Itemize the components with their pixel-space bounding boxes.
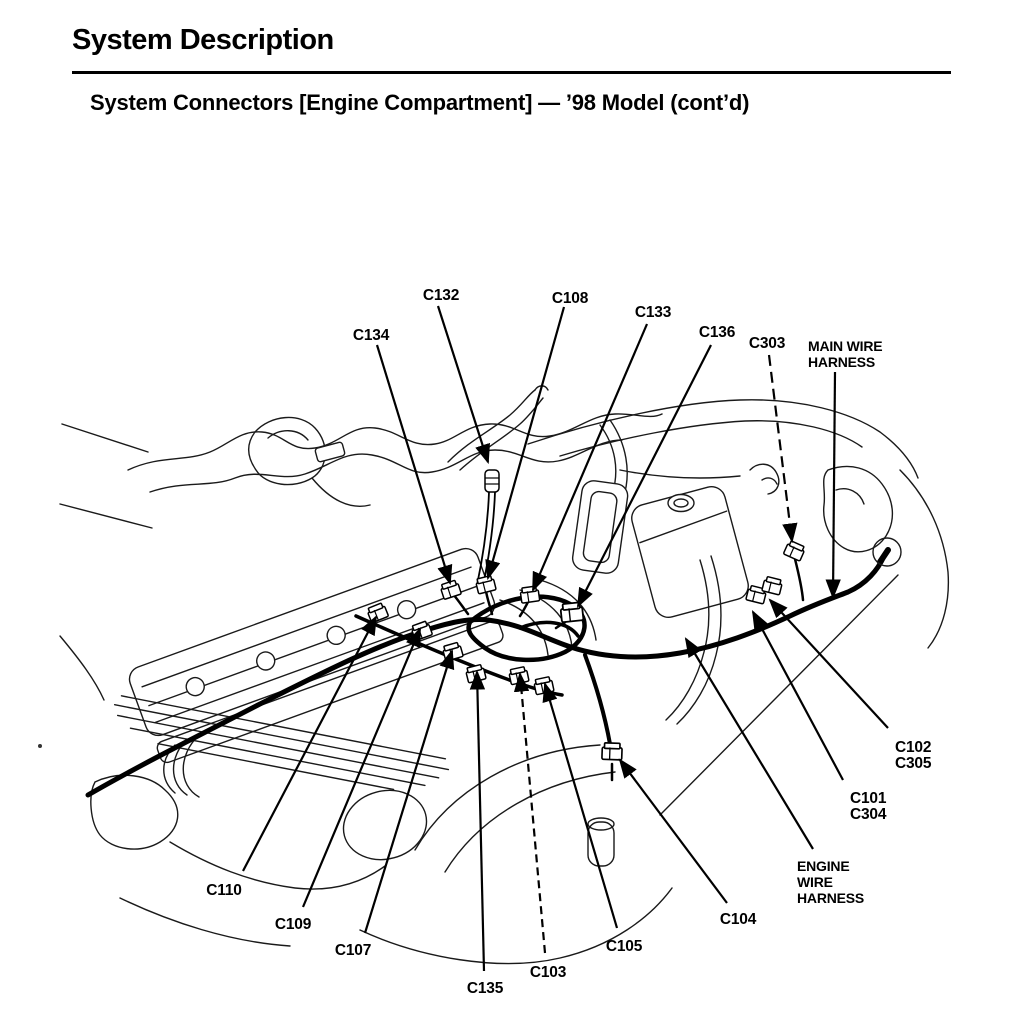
connector-c303-target — [783, 540, 805, 562]
label-c107: C107 — [335, 942, 371, 959]
label-c134: C134 — [353, 327, 390, 344]
label-c303: C303 — [749, 335, 786, 352]
label-c132: C132 — [423, 287, 459, 304]
connector-c105-target — [533, 676, 555, 696]
connector-c104-target — [601, 742, 623, 761]
connector-c135-target — [465, 664, 487, 684]
connector-labels: C134 C132 C108 C133 C136 C303 MAIN WIRE … — [206, 287, 932, 997]
connector-c133-target — [519, 585, 541, 604]
connector-c102-target — [761, 576, 783, 596]
wire-harness — [85, 491, 902, 798]
leader-c107 — [363, 648, 455, 934]
connector-c132-target — [484, 469, 500, 493]
leader-c108 — [485, 306, 566, 581]
label-c305: C305 — [895, 755, 932, 772]
leader-c303 — [767, 354, 798, 544]
label-main-wire-harness-line1: MAIN WIRE — [808, 338, 882, 354]
label-engine-wire-harness-line1: ENGINE — [797, 858, 849, 874]
leader-c104 — [618, 758, 728, 904]
page-subtitle: System Connectors [Engine Compartment] —… — [90, 90, 750, 115]
connector-c108-target — [475, 575, 497, 595]
label-engine-wire-harness-line3: HARNESS — [797, 890, 864, 906]
engine-line-art — [38, 385, 950, 965]
label-c110: C110 — [206, 882, 241, 899]
label-c108: C108 — [552, 290, 589, 307]
leader-c101-c304 — [751, 610, 844, 781]
leader-c105 — [542, 681, 619, 929]
stray-dot — [38, 744, 42, 748]
label-c304: C304 — [850, 806, 887, 823]
title-rule — [72, 71, 951, 74]
grommet-circle — [872, 537, 902, 567]
label-c102: C102 — [895, 739, 931, 756]
leader-c132 — [436, 305, 490, 465]
connector-c136-target — [559, 601, 585, 624]
label-c136: C136 — [699, 324, 736, 341]
label-c109: C109 — [275, 916, 312, 933]
leader-c109 — [301, 626, 422, 908]
label-c104: C104 — [720, 911, 757, 928]
label-c135: C135 — [467, 980, 504, 997]
label-c105: C105 — [606, 938, 643, 955]
label-main-wire-harness-line2: HARNESS — [808, 354, 875, 370]
label-c133: C133 — [635, 304, 672, 321]
leader-c135 — [469, 669, 486, 972]
leader-c110 — [242, 615, 378, 872]
leader-c134 — [375, 344, 453, 586]
leader-main-wire-harness — [825, 371, 841, 600]
leader-c102-c305 — [768, 598, 889, 729]
page-title: System Description — [72, 24, 334, 56]
leader-lines — [242, 305, 889, 972]
label-c101: C101 — [850, 790, 887, 807]
connector-c103-target — [508, 666, 530, 686]
leader-c133 — [531, 323, 649, 593]
label-c103: C103 — [530, 964, 567, 981]
leader-engine-wire-harness — [684, 637, 814, 850]
leader-c103 — [513, 671, 547, 954]
leader-c136 — [577, 344, 712, 608]
label-engine-wire-harness-line2: WIRE — [797, 874, 833, 890]
